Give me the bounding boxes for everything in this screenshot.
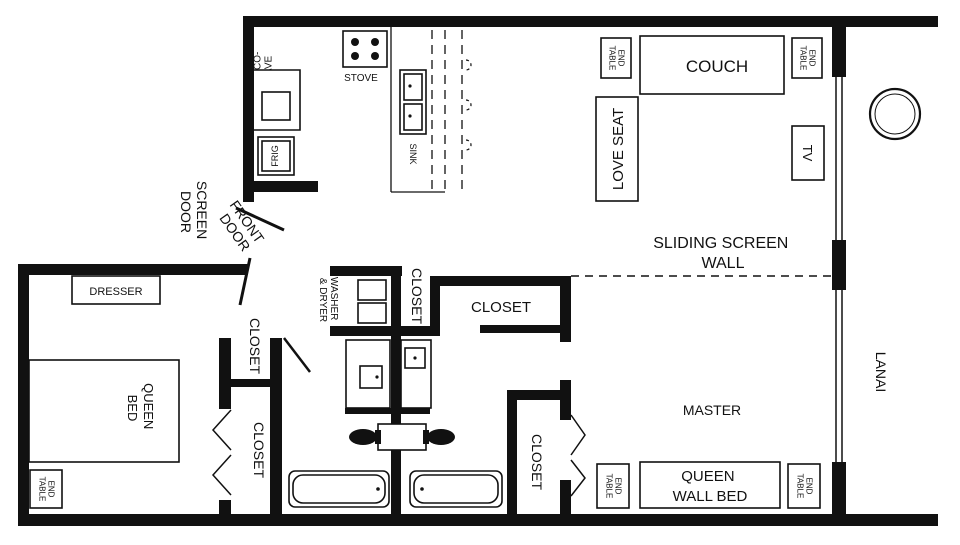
queen-wall-bed: QUEEN WALL BED xyxy=(639,461,781,509)
svg-text:ENDTABLE: ENDTABLE xyxy=(796,474,814,499)
text-line: END xyxy=(804,478,813,495)
washer-dryer: WASHER & DRYER xyxy=(317,277,387,324)
screen-door-line2: DOOR xyxy=(178,191,194,233)
text-line: TABLE xyxy=(605,474,614,499)
screen-door-line1: SCREEN xyxy=(194,181,210,239)
closet-tall-bedroom: CLOSET xyxy=(211,409,267,496)
sliding-screen-wall-label: SLIDING SCREEN WALL xyxy=(653,235,793,272)
queen-wall-bed-line1: QUEEN xyxy=(681,468,734,485)
text-line: END xyxy=(46,481,55,498)
end-table-left: ENDTABLE xyxy=(600,37,632,79)
stove-label: STOVE xyxy=(344,73,378,84)
love-seat: LOVE SEAT xyxy=(595,96,639,202)
text-line: TABLE xyxy=(799,46,808,71)
closet-master-top: CLOSET xyxy=(471,299,531,316)
stove: STOVE xyxy=(342,30,388,84)
sliding-screen-wall-line1: SLIDING SCREEN xyxy=(653,235,788,252)
dresser: DRESSER xyxy=(71,275,161,305)
kitchen-sink: SINK xyxy=(399,69,427,165)
end-table-master-right: ENDTABLE xyxy=(787,463,821,509)
closet-label: CLOSET xyxy=(251,422,267,478)
bathtub-1 xyxy=(288,470,390,508)
lanai-table xyxy=(868,87,922,141)
sink-label: SINK xyxy=(408,143,418,164)
svg-text:ENDTABLE: ENDTABLE xyxy=(605,474,623,499)
microwave: MIRCO-WAVE xyxy=(253,52,301,131)
tv: TV xyxy=(791,125,825,181)
svg-text:FRONT DOOR: FRONT DOOR xyxy=(214,197,270,258)
lanai-label: LANAI xyxy=(873,352,889,392)
svg-text:ENDTABLE: ENDTABLE xyxy=(608,46,626,71)
bathroom-2-vanity xyxy=(400,339,432,409)
text-line: TABLE xyxy=(608,46,617,71)
walls xyxy=(18,16,938,526)
lanai-windows xyxy=(835,77,843,462)
screen-door: SCREEN DOOR xyxy=(178,181,210,243)
washer-dryer-line1: WASHER xyxy=(328,277,339,321)
tv-label: TV xyxy=(800,145,815,162)
toilets xyxy=(349,423,455,451)
svg-text:ENDTABLE: ENDTABLE xyxy=(38,477,56,502)
dresser-label: DRESSER xyxy=(89,286,142,298)
svg-text:QUEEN BED: QUEEN BED xyxy=(125,383,156,433)
svg-text:ENDTABLE: ENDTABLE xyxy=(799,46,817,71)
svg-text:WASHER & DRYER: WASHER & DRYER xyxy=(317,277,339,323)
queen-bed: QUEEN BED xyxy=(28,359,180,463)
closet-master: CLOSET xyxy=(529,414,586,497)
svg-text:QUEEN WALL BED: QUEEN WALL BED xyxy=(673,468,748,505)
refrigerator: FRIG xyxy=(257,136,295,176)
bathtub-2 xyxy=(409,470,503,508)
kitchen-counter-lines xyxy=(390,27,463,193)
queen-bed-line1: QUEEN xyxy=(141,383,156,429)
washer-dryer-line2: & DRYER xyxy=(317,278,328,322)
closet-label: CLOSET xyxy=(529,434,545,490)
text-line: END xyxy=(807,50,816,67)
end-table-master-left: ENDTABLE xyxy=(596,463,630,509)
couch-label: COUCH xyxy=(686,57,748,76)
queen-bed-line2: BED xyxy=(125,395,140,422)
text-line: END xyxy=(616,50,625,67)
front-door: FRONT DOOR xyxy=(214,197,285,306)
couch: COUCH xyxy=(639,35,785,95)
closet-label: CLOSET xyxy=(247,318,263,374)
queen-wall-bed-line2: WALL BED xyxy=(673,488,748,505)
text-line: TABLE xyxy=(38,477,47,502)
master-label: MASTER xyxy=(683,402,741,418)
closet-label: CLOSET xyxy=(409,268,425,324)
closet-small-bedroom: CLOSET xyxy=(247,318,311,374)
text-line: END xyxy=(613,478,622,495)
bar-stools xyxy=(465,59,472,151)
frig-label: FRIG xyxy=(270,145,280,167)
sliding-screen-wall-line2: WALL xyxy=(702,255,745,272)
closet-hall: CLOSET xyxy=(409,268,425,324)
closet-label: CLOSET xyxy=(471,299,531,316)
bathroom-1-vanity xyxy=(345,339,391,409)
svg-text:SCREEN DOOR: SCREEN DOOR xyxy=(178,181,210,243)
end-table-right: ENDTABLE xyxy=(791,37,823,79)
text-line: TABLE xyxy=(796,474,805,499)
end-table-bedroom: ENDTABLE xyxy=(29,469,63,509)
love-seat-label: LOVE SEAT xyxy=(610,108,627,190)
